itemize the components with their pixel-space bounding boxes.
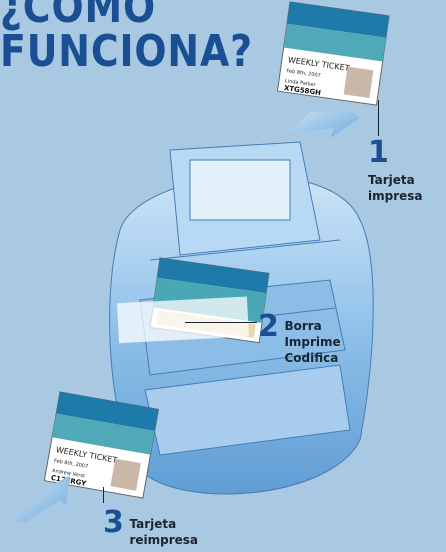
step-2-label-b: Imprime [284, 335, 341, 349]
arrow-out-icon [10, 475, 70, 522]
step-1: 1 Tarjeta impresa [368, 138, 446, 204]
step-2-number: 2 [258, 309, 279, 344]
svg-text:Feb 8th, 2007: Feb 8th, 2007 [286, 68, 321, 79]
step-3-label-b: reimpresa [129, 533, 199, 547]
step-1-label-b: impresa [368, 189, 423, 203]
step-2: 2 Borra Imprime Codifica [258, 312, 341, 366]
step-3-number: 3 [103, 505, 124, 540]
title-line-2: FUNCIONA? [0, 26, 253, 77]
page-title: ¿CÓMO FUNCIONA? [0, 0, 253, 74]
step-1-number: 1 [368, 135, 389, 170]
step-1-label-a: Tarjeta [368, 173, 415, 187]
step-2-label-c: Codifica [284, 351, 339, 365]
step-3: 3 Tarjeta reimpresa [103, 508, 198, 548]
connector-1 [378, 100, 379, 136]
card-top: WEEKLY TICKET Feb 8th, 2007 Linda Parker… [276, 1, 390, 106]
step-2-label-a: Borra [284, 319, 322, 333]
arrow-down-icon [286, 104, 360, 138]
svg-text:Linda Parker: Linda Parker [285, 78, 317, 88]
svg-text:Andrew Verst: Andrew Verst [52, 468, 86, 480]
connector-3 [103, 487, 104, 503]
step-3-label-a: Tarjeta [129, 517, 177, 531]
connector-2 [185, 322, 257, 323]
svg-text:Feb 8th, 2007: Feb 8th, 2007 [53, 458, 88, 470]
card-bottom: WEEKLY TICKET Feb 8th, 2007 Andrew Verst… [43, 391, 160, 499]
title-line-1: ¿CÓMO [0, 0, 157, 33]
